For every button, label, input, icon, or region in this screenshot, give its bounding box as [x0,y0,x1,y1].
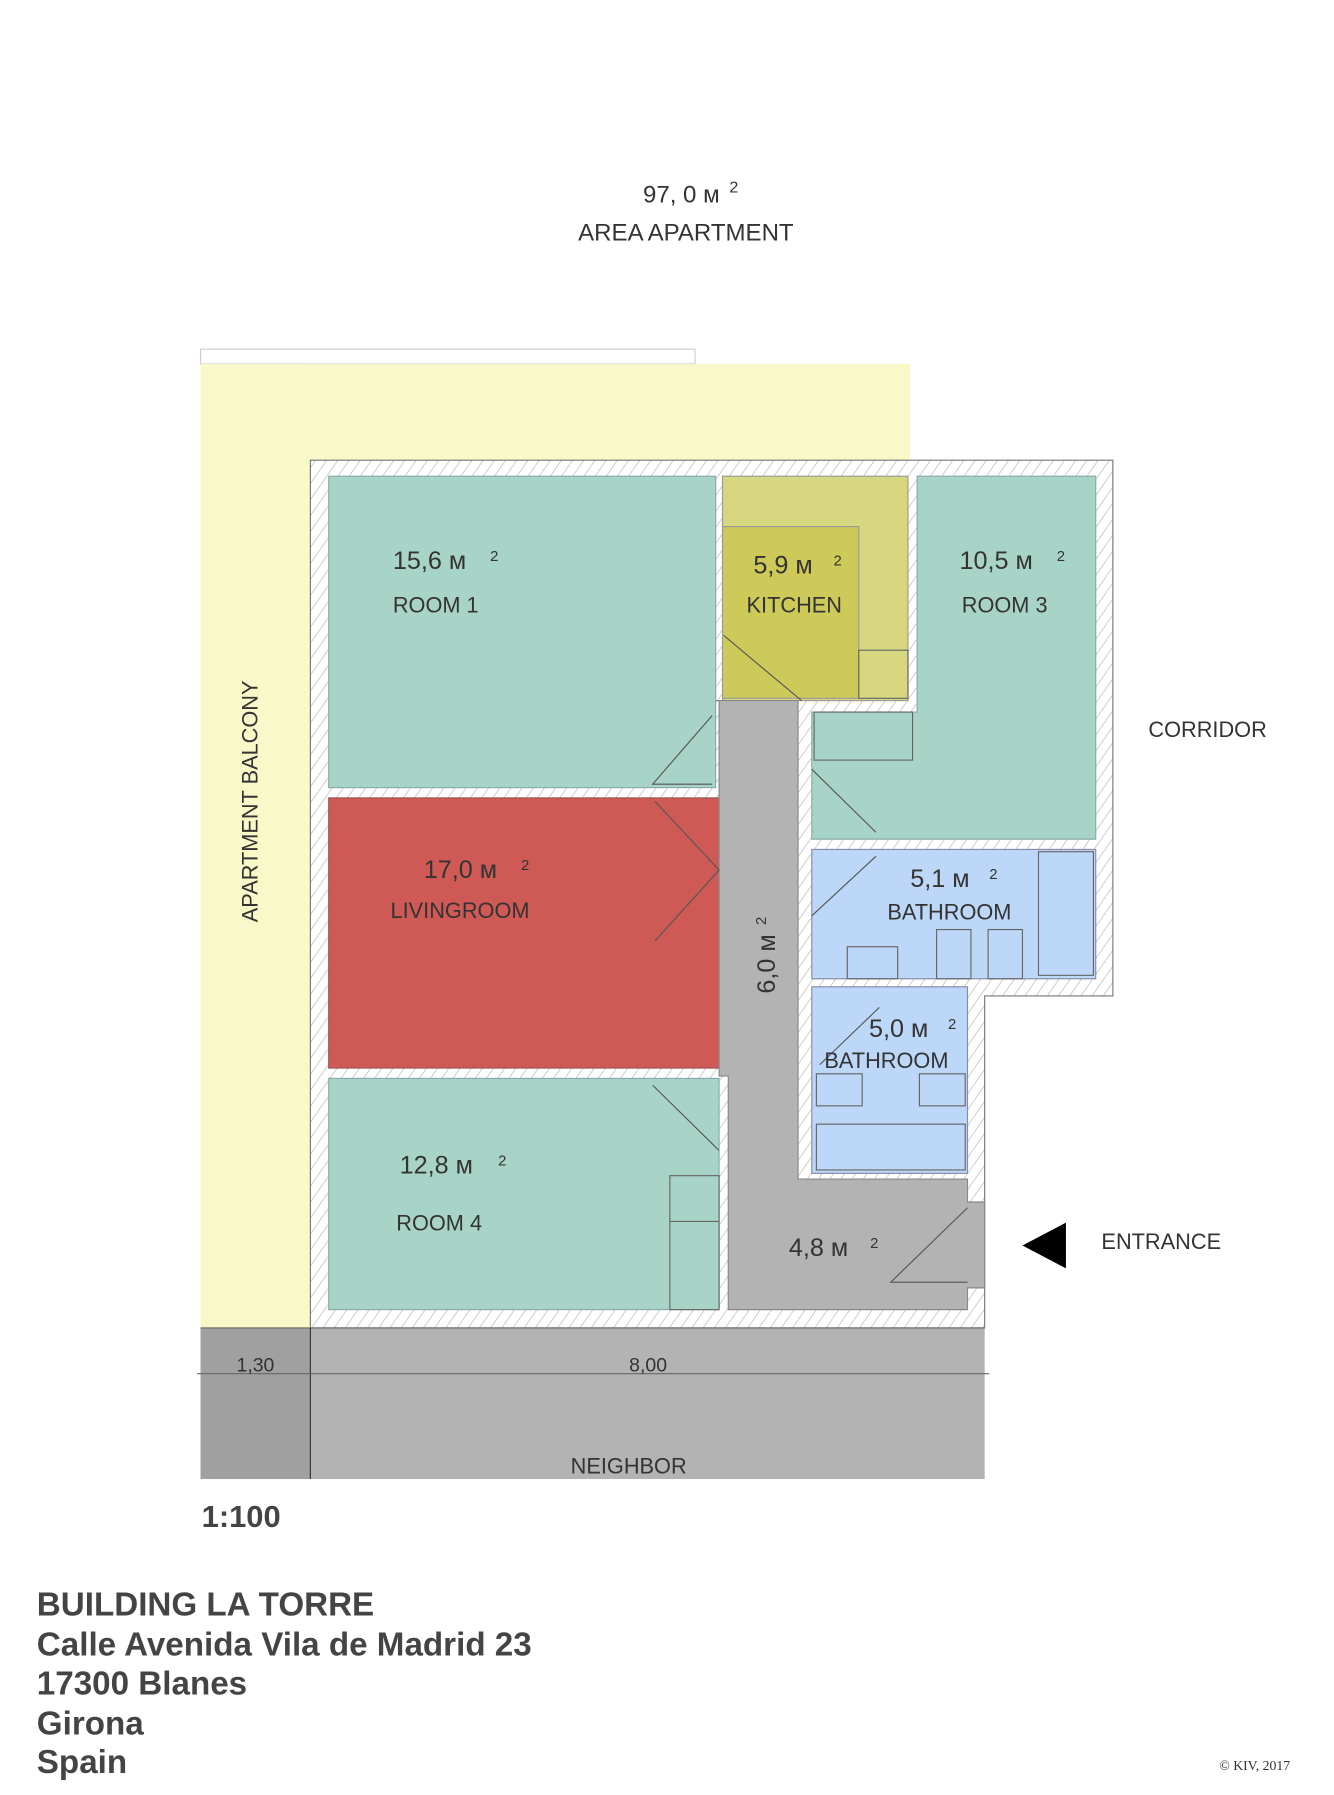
scale: 1:100 [202,1499,281,1534]
address-line-2: Calle Avenida Vila de Madrid 23 [37,1626,532,1663]
svg-text:BATHROOM: BATHROOM [824,1048,948,1073]
address-line-1: BUILDING LA TORRE [37,1586,374,1623]
livingroom [328,797,720,1069]
svg-text:ROOM 1: ROOM 1 [393,592,479,617]
neighbor [310,1327,985,1480]
bathroom-1-label: 5,1 м 2 BATHROOM [887,865,1011,924]
balcony [200,364,911,461]
balcony-side [200,364,311,1328]
balcony-railing [199,348,696,365]
svg-text:2: 2 [989,867,997,883]
dimension-apartment: 8,00 [629,1354,667,1376]
room-3-label: 10,5 м 2 ROOM 3 [959,547,1065,618]
bathroom-2 [811,986,969,1174]
svg-text:4,8 м: 4,8 м [789,1234,848,1262]
dimension-balcony: 1,30 [237,1354,275,1376]
entrance-arrow-icon [1022,1222,1066,1269]
svg-text:5,1 м: 5,1 м [910,865,969,893]
livingroom-label: 17,0 м 2 LIVINGROOM [391,856,530,923]
svg-text:2: 2 [870,1236,878,1252]
svg-text:2: 2 [490,549,498,565]
svg-text:KITCHEN: KITCHEN [747,592,842,617]
entry-hall-label: 4,8 м 2 [789,1234,879,1262]
balcony-label: APARTMENT BALCONY [238,680,263,922]
svg-text:2: 2 [834,554,842,570]
svg-text:2: 2 [948,1017,956,1033]
svg-text:LIVINGROOM: LIVINGROOM [391,898,530,923]
address-line-5: Spain [37,1744,127,1781]
corridor-label: CORRIDOR [1148,717,1266,742]
room-3 [811,475,1097,840]
room-4 [328,1077,720,1311]
kitchen-counter [721,526,860,699]
address-line-4: Girona [37,1705,144,1742]
svg-text:BATHROOM: BATHROOM [887,899,1011,924]
svg-text:2: 2 [498,1153,506,1169]
hall-label: 6,0 м 2 [753,917,781,994]
total-area: 97, 0 м [643,182,720,209]
neighbor-label: NEIGHBOR [571,1453,687,1478]
svg-text:12,8 м: 12,8 м [400,1151,473,1179]
address-line-3: 17300 Blanes [37,1665,247,1702]
svg-text:17,0 м: 17,0 м [424,856,497,884]
svg-text:ROOM 3: ROOM 3 [962,592,1048,617]
page-title: AREA APARTMENT [578,219,794,246]
entrance-label: ENTRANCE [1101,1229,1221,1254]
bathroom-2-label: 5,0 м 2 BATHROOM [824,1015,956,1073]
corridor-area [715,700,986,1311]
total-area-sup: 2 [729,178,738,196]
room-1-label: 15,6 м 2 ROOM 1 [393,547,499,618]
svg-text:2: 2 [521,858,529,874]
neighbor-dark [200,1327,311,1480]
svg-text:5,9 м: 5,9 м [753,552,812,580]
copyright: © KIV, 2017 [1219,1758,1290,1773]
svg-text:10,5 м: 10,5 м [959,547,1032,575]
svg-text:15,6 м: 15,6 м [393,547,466,575]
room-4-label: 12,8 м 2 ROOM 4 [396,1151,506,1235]
svg-text:6,0 м: 6,0 м [753,934,781,993]
room-1 [328,475,717,789]
kitchen-label: 5,9 м 2 KITCHEN [747,552,842,618]
svg-text:2: 2 [754,917,770,925]
svg-text:ROOM 4: ROOM 4 [396,1211,482,1236]
svg-text:2: 2 [1057,549,1065,565]
svg-text:5,0 м: 5,0 м [869,1015,928,1043]
